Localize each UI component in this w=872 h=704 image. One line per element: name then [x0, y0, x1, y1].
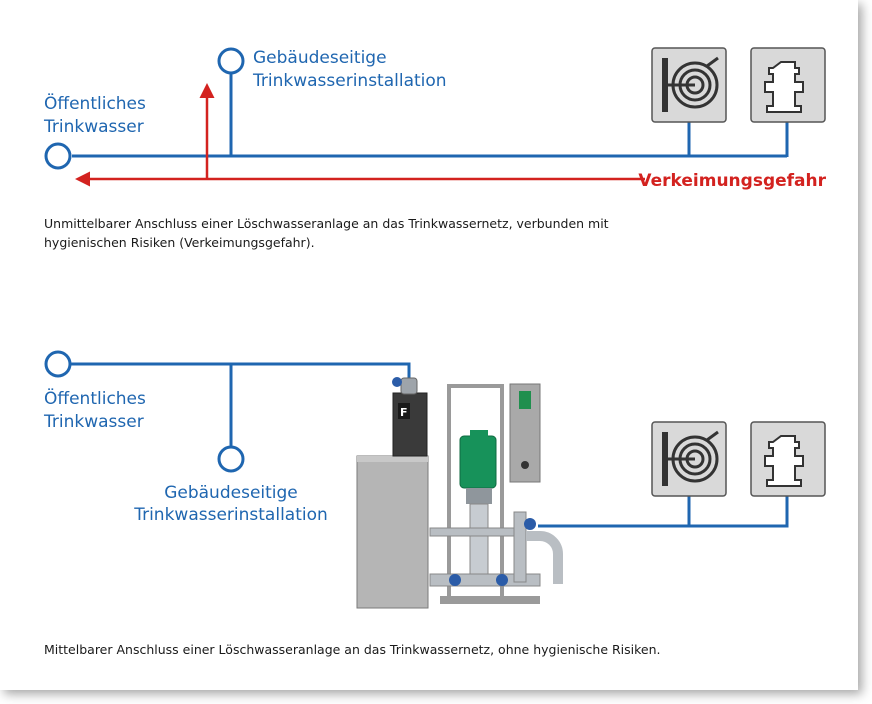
bottom-public-water-line2: Trinkwasser: [43, 412, 144, 432]
top-caption-line1: Unmittelbarer Anschluss einer Löschwasse…: [44, 216, 609, 231]
bottom-building-line1: Gebäudeseitige: [164, 483, 298, 503]
top-building-line2: Trinkwasserinstallation: [252, 71, 447, 91]
bottom-outlet-pipe: [538, 496, 789, 528]
top-public-water-node: [44, 142, 72, 170]
bottom-building-node: [217, 445, 245, 473]
tank-controller: [392, 392, 428, 457]
hydrant-icon: [750, 47, 826, 123]
pump-station-illustration: F: [356, 377, 563, 609]
svg-text:F: F: [400, 406, 408, 419]
top-caption-line2: hygienischen Risiken (Verkeimungsgefahr)…: [44, 235, 315, 250]
hose-reel-icon: [651, 47, 727, 123]
hose-reel-icon: [651, 421, 727, 497]
danger-label: Verkeimungsgefahr: [638, 171, 826, 191]
break-tank: [356, 455, 429, 609]
bottom-public-water-line1: Öffentliches: [44, 387, 146, 409]
top-public-water-line2: Trinkwasser: [43, 117, 144, 137]
bottom-building-line2: Trinkwasserinstallation: [133, 505, 328, 525]
bottom-main-pipe: [70, 362, 411, 378]
pump-motor: [459, 435, 497, 489]
top-diagram: Öffentliches Trinkwasser Gebäudeseitige …: [43, 47, 827, 250]
top-building-node: [217, 47, 245, 75]
top-building-line1: Gebäudeseitige: [253, 48, 387, 68]
bottom-diagram: F: [43, 350, 826, 657]
pump-body: [469, 503, 489, 585]
hydrant-icon: [750, 421, 826, 497]
bottom-public-water-node: [44, 350, 72, 378]
bottom-caption: Mittelbarer Anschluss einer Löschwassera…: [44, 642, 661, 657]
top-public-water-line1: Öffentliches: [44, 92, 146, 114]
